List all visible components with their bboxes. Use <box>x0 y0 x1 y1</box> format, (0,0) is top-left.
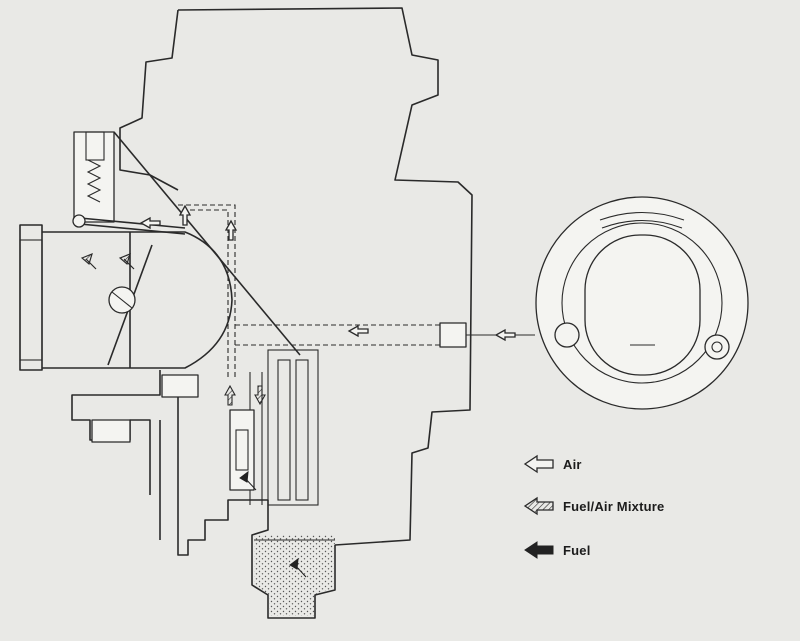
fuel-flow-arrows <box>239 470 307 578</box>
starter-lever <box>79 217 186 229</box>
upper-slot-inner <box>601 219 683 229</box>
legend-mixture-spacer <box>523 496 553 516</box>
mixture-flow-arrows <box>80 252 266 406</box>
mixture-screw-boss <box>161 374 199 398</box>
main-air-port-inner <box>711 341 723 353</box>
starter-plunger-housing <box>73 131 115 223</box>
air-flow-arrows <box>139 204 516 342</box>
pilot-air-passage <box>235 324 445 346</box>
air-arrow-bypass <box>224 219 238 241</box>
intake-flange <box>19 224 160 371</box>
flange-face <box>19 239 43 361</box>
legend-fuel: Fuel <box>523 538 591 562</box>
legend-fuel-label: Fuel <box>563 542 591 558</box>
legend-air-spacer <box>523 454 553 474</box>
fuel-arrow-bowl <box>289 557 307 578</box>
fuel-arrow-pilot <box>239 470 257 491</box>
legend-air-label: Air <box>563 456 582 472</box>
legend-mixture-label: Fuel/Air Mixture <box>563 498 665 514</box>
pilot-jet-core <box>235 429 249 471</box>
upper-slot <box>599 211 685 221</box>
drain-plug <box>91 419 131 443</box>
air-arrow-passage <box>347 324 369 338</box>
bypass-passage <box>178 204 236 380</box>
air-arrow-starter <box>139 216 161 230</box>
legend-air-symbol <box>523 454 554 474</box>
air-screw-fitting <box>439 322 467 348</box>
lever-pivot <box>72 214 86 228</box>
cutaway-line <box>113 131 301 356</box>
needle-jet-right <box>295 359 309 501</box>
starter-lever-lower <box>79 223 186 235</box>
intake-bore <box>584 234 701 376</box>
legend-mixture: Fuel/Air Mixture <box>523 494 664 518</box>
fuel-in-bowl <box>254 535 335 616</box>
needle-jet-column <box>267 349 319 506</box>
pilot-air-port <box>554 322 580 348</box>
mixture-arrow-center <box>118 252 135 270</box>
starter-cap <box>85 131 105 161</box>
intake-mouth-ring <box>561 222 723 384</box>
needle-jet-left <box>277 359 291 501</box>
mixture-arrow-left <box>80 252 97 270</box>
legend-mixture-symbol <box>523 496 554 516</box>
housing-outline <box>119 7 473 546</box>
legend-fuel-symbol <box>524 541 554 559</box>
main-air-port <box>704 334 730 360</box>
starter-spring <box>86 159 102 203</box>
air-arrow-port <box>494 328 516 342</box>
mixture-arrow-pilot <box>224 384 236 406</box>
shaft-mark <box>111 291 133 309</box>
mixture-arrow-emulsion <box>254 385 266 406</box>
air-arrow-bypass-top <box>178 204 192 226</box>
legend-air: Air <box>523 452 582 476</box>
legend-fuel-spacer <box>523 540 553 560</box>
venturi-bore <box>160 231 233 369</box>
